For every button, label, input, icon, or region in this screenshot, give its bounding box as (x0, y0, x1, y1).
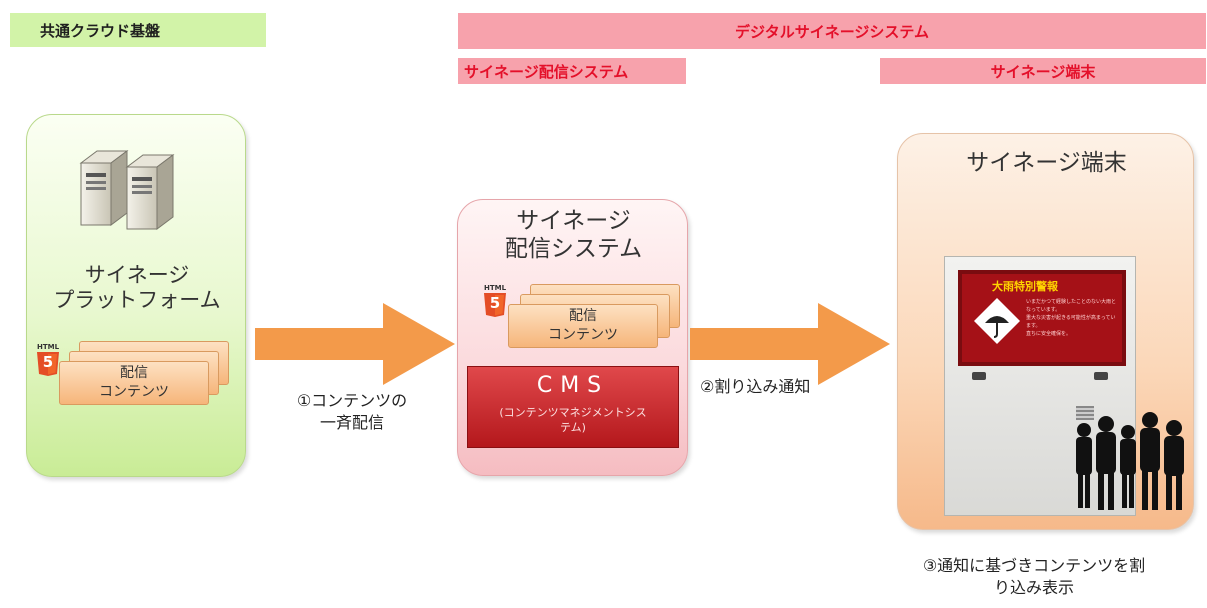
header-digital-signage-system-label: デジタルサイネージシステム (735, 22, 929, 41)
step2-label: ②割り込み通知 (700, 377, 811, 396)
html5-icon-digit: 5 (489, 294, 501, 312)
delivery-arrow-1 (255, 303, 455, 385)
cabinet-vent (1076, 406, 1094, 420)
terminal-panel: サイネージ端末 大雨特別警報 いまだかつて経験したことのない大雨となっています。… (897, 133, 1194, 530)
header-cloud-platform: 共通クラウド基盤 (10, 13, 266, 47)
server-icon (79, 150, 175, 230)
signage-screen: 大雨特別警報 いまだかつて経験したことのない大雨となっています。 重大な災害が起… (958, 270, 1126, 366)
platform-content-label: 配信 コンテンツ (99, 365, 169, 400)
step3-label: ③通知に基づきコンテンツを割 り込み表示 (922, 556, 1146, 597)
notify-arrow-2 (690, 303, 890, 385)
delivery-content-label: 配信 コンテンツ (548, 308, 618, 343)
cms-block: CMS (コンテンツマネジメントシス テム) (467, 366, 679, 448)
header-signage-terminal: サイネージ端末 (880, 58, 1206, 84)
platform-title: サイネージ プラットフォーム (53, 263, 221, 313)
header-digital-signage-system: デジタルサイネージシステム (458, 13, 1206, 49)
html5-icon-digit: 5 (42, 353, 54, 371)
platform-panel: サイネージ プラットフォーム 配信 コンテンツ HTML 5 (26, 114, 246, 477)
html5-icon-label: HTML (36, 343, 60, 351)
umbrella-warning-icon (974, 298, 1020, 344)
header-signage-terminal-label: サイネージ端末 (990, 62, 1096, 81)
doc-stack-front (59, 361, 209, 405)
people-silhouette-icon (1076, 412, 1184, 510)
html5-icon-label: HTML (483, 284, 507, 292)
header-delivery-system-label: サイネージ配信システム (464, 62, 629, 81)
cabinet-hinge (972, 372, 986, 380)
html5-icon: HTML 5 (482, 284, 508, 318)
cms-title: CMS (536, 373, 610, 398)
html5-icon: HTML 5 (35, 343, 61, 377)
screen-text: いまだかつて経験したことのない大雨となっています。 重大な災害が起きる可能性が高… (1026, 299, 1116, 337)
step1-label: ①コンテンツの 一斉配信 (296, 391, 408, 432)
header-delivery-system: サイネージ配信システム (458, 58, 686, 84)
delivery-title: サイネージ 配信システム (504, 208, 643, 262)
screen-title: 大雨特別警報 (992, 280, 1058, 293)
delivery-panel: サイネージ 配信システム 配信 コンテンツ HTML 5 CMS (コンテンツマ… (457, 199, 688, 476)
doc-stack-front (508, 304, 658, 348)
terminal-title: サイネージ端末 (966, 150, 1127, 176)
cabinet-hinge (1094, 372, 1108, 380)
cms-subtitle: (コンテンツマネジメントシス テム) (499, 406, 647, 434)
header-cloud-platform-label: 共通クラウド基盤 (40, 21, 161, 40)
